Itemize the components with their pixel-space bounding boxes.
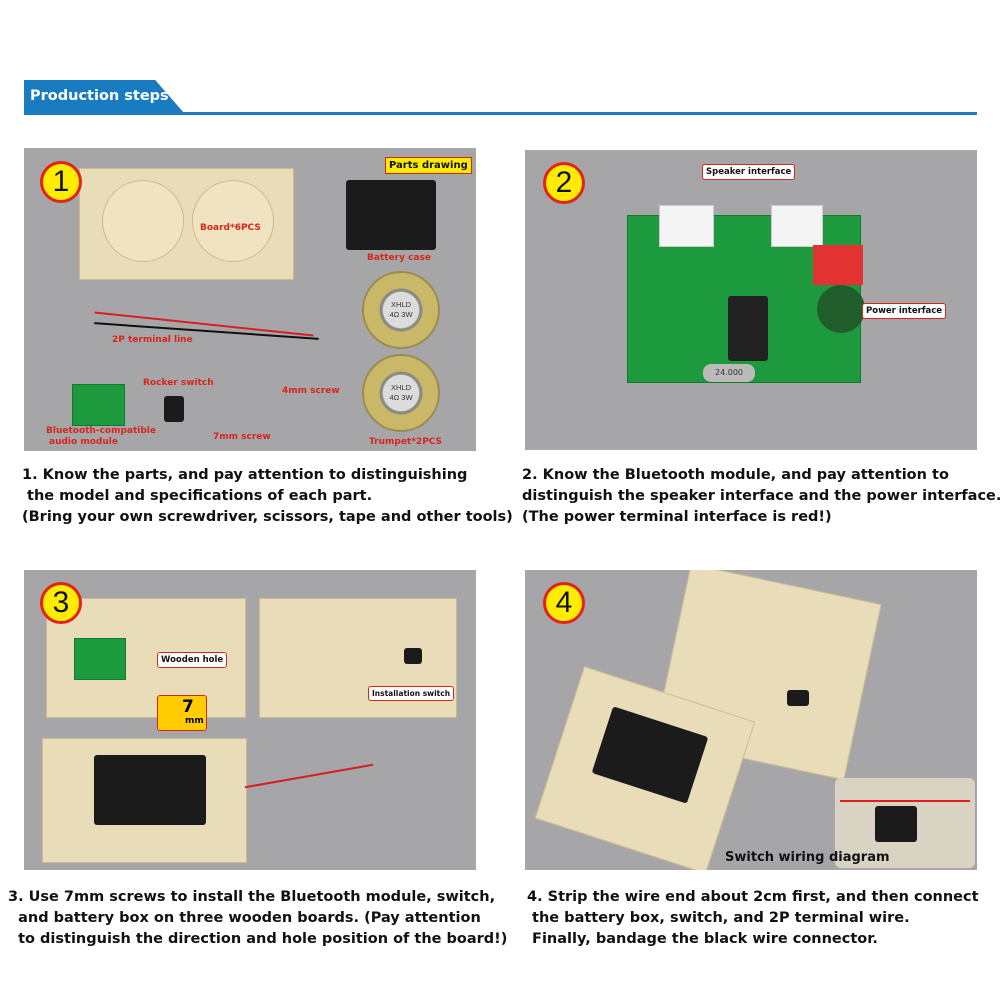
speaker-connector [771, 205, 823, 247]
speaker-marking: XHLD [390, 300, 411, 309]
battery-box [94, 755, 206, 825]
step-number-badge: 2 [543, 162, 585, 204]
screw-size-badge: 7 mm [157, 695, 207, 731]
label-7mm-screw: 7mm screw [213, 432, 271, 442]
step-4-photo: 4 Switch wiring diagram [525, 570, 977, 870]
crystal-oscillator: 24.000 [703, 364, 755, 382]
capacitor [817, 285, 865, 333]
step-4-caption: 4. Strip the wire end about 2cm first, a… [527, 889, 979, 947]
step-1-caption: 1. Know the parts, and pay attention to … [22, 467, 513, 525]
label-power-interface: Power interface [862, 303, 947, 319]
label-parts-drawing: Parts drawing [385, 157, 472, 174]
speaker-rating: 4Ω 3W [389, 310, 413, 319]
header-rule [24, 112, 977, 115]
screw-unit: mm [185, 716, 204, 726]
step-1-photo: 1 Board*6PCS Parts drawing Battery case … [24, 148, 476, 451]
label-wooden-hole: Wooden hole [157, 652, 228, 668]
rocker-switch [164, 396, 184, 422]
label-terminal-line: 2P terminal line [112, 335, 193, 345]
step-number-badge: 3 [40, 582, 82, 624]
section-header: Production steps [24, 80, 977, 116]
label-bt-module-2: audio module [49, 437, 118, 447]
speaker-connector [659, 205, 714, 247]
section-tab: Production steps [24, 80, 184, 113]
section-title: Production steps [30, 88, 169, 104]
wooden-board [79, 168, 294, 280]
wire [244, 763, 374, 789]
speaker-rating: 4Ω 3W [389, 393, 413, 402]
label-battery-case: Battery case [367, 253, 431, 263]
power-connector [813, 245, 863, 285]
step-2-photo: 2 24.000 Speaker interface Power interfa… [525, 150, 977, 450]
step-2-caption: 2. Know the Bluetooth module, and pay at… [522, 467, 1001, 525]
screw-size: 7 [182, 697, 194, 717]
speaker: XHLD 4Ω 3W [362, 271, 440, 349]
label-bt-module: Bluetooth-compatible [46, 426, 156, 436]
label-4mm-screw: 4mm screw [282, 386, 340, 396]
switch-wiring-inset [835, 778, 975, 868]
label-switch-wiring: Switch wiring diagram [725, 850, 890, 865]
step-number-badge: 1 [40, 161, 82, 203]
step-3-caption: 3. Use 7mm screws to install the Bluetoo… [8, 889, 508, 947]
speaker-marking: XHLD [390, 383, 411, 392]
label-rocker-switch: Rocker switch [143, 378, 214, 388]
step-3-photo: 3 Wooden hole Installation switch 7 mm [24, 570, 476, 870]
label-installation-switch: Installation switch [368, 686, 455, 701]
label-board: Board*6PCS [200, 223, 261, 233]
switch [787, 690, 809, 706]
speaker: XHLD 4Ω 3W [362, 354, 440, 432]
step-number-badge: 4 [543, 582, 585, 624]
bt-module [72, 384, 125, 426]
bt-module [74, 638, 126, 680]
label-speaker-interface: Speaker interface [702, 164, 796, 180]
battery-case [346, 180, 436, 250]
switch [404, 648, 422, 664]
label-trumpet: Trumpet*2PCS [369, 437, 443, 447]
